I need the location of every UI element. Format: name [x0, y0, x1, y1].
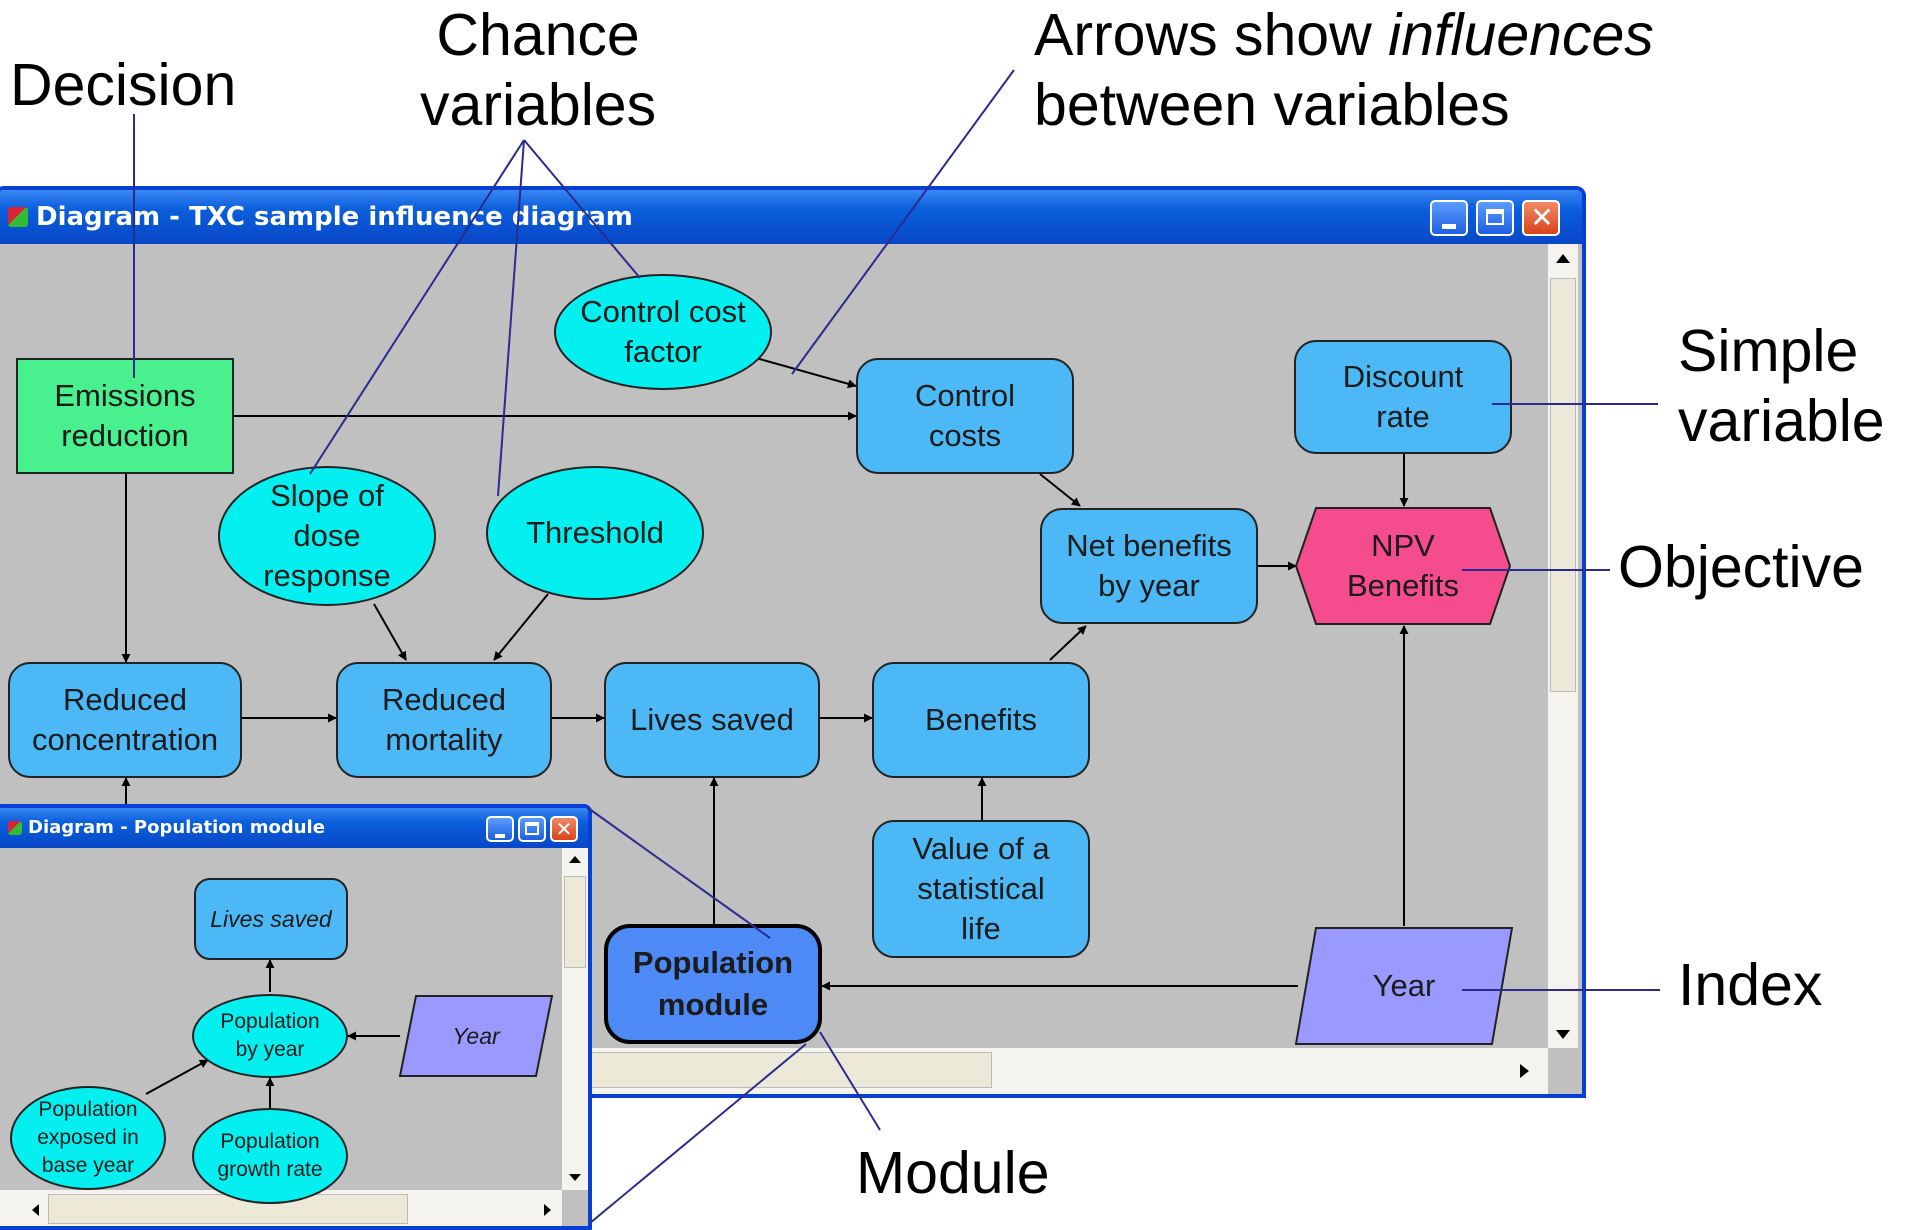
node-population-module[interactable]: Population module [604, 924, 822, 1044]
index-parallelogram [1294, 927, 1514, 1045]
sub-minimize-icon [495, 834, 505, 838]
callout-objective: Objective [1618, 534, 1864, 600]
vertical-scrollbar[interactable] [1548, 244, 1578, 1048]
scroll-up-arrow-icon[interactable] [1556, 254, 1570, 263]
maximize-icon [1486, 209, 1504, 225]
callout-chance-line1: Chance [436, 2, 640, 68]
sub-scroll-left-arrow-icon[interactable] [32, 1204, 39, 1216]
node-value-of-statistical-life[interactable]: Value of a statistical life [872, 820, 1090, 958]
sub-vertical-scrollbar[interactable] [562, 848, 588, 1190]
minimize-button[interactable] [1430, 200, 1468, 236]
callout-arrows-italic: influences [1388, 2, 1654, 68]
vertical-scroll-thumb[interactable] [1550, 278, 1576, 692]
callout-simple-variable: Simple variable [1678, 316, 1885, 456]
node-npv-benefits[interactable]: NPV Benefits [1346, 528, 1459, 603]
node-slope-of-dose-response[interactable]: Slope of dose response [218, 466, 436, 606]
scroll-down-arrow-icon[interactable] [1556, 1030, 1570, 1039]
sub-scroll-right-arrow-icon[interactable] [544, 1204, 551, 1216]
callout-simple-line1: Simple [1678, 318, 1859, 384]
node-net-benefits-by-year[interactable]: Net benefits by year [1040, 508, 1258, 624]
sub-node-population-exposed[interactable]: Population exposed in base year [10, 1086, 166, 1190]
sub-maximize-button[interactable] [518, 816, 546, 842]
population-module-window[interactable]: Diagram - Population module ✕ Lives save… [0, 804, 592, 1230]
pointer-arrows [791, 69, 1015, 375]
sub-node-population-growth-rate[interactable]: Population growth rate [192, 1108, 348, 1204]
sub-vertical-scroll-thumb[interactable] [564, 876, 586, 968]
arrow-benefits-net-benefits [1049, 625, 1087, 661]
node-reduced-mortality[interactable]: Reduced mortality [336, 662, 552, 778]
sub-maximize-icon [525, 822, 539, 835]
callout-decision: Decision [10, 52, 237, 118]
callout-module: Module [856, 1140, 1050, 1206]
arrow-cost-factor-control-costs [755, 357, 857, 389]
maximize-button[interactable] [1476, 200, 1514, 236]
sub-app-icon [8, 821, 22, 835]
node-discount-rate[interactable]: Discount rate [1294, 340, 1512, 454]
callout-chance-line2: variables [420, 72, 657, 138]
node-emissions-reduction[interactable]: Emissions reduction [16, 358, 234, 474]
sub-title-bar[interactable]: Diagram - Population module ✕ [0, 808, 588, 848]
sub-node-year-shape[interactable] [398, 994, 554, 1078]
sub-scroll-down-arrow-icon[interactable] [569, 1174, 581, 1181]
sub-close-icon: ✕ [555, 817, 573, 841]
pointer-chance-to-slope [309, 139, 525, 475]
node-year-shape[interactable] [1294, 926, 1514, 1046]
node-year[interactable]: Year [1372, 968, 1436, 1003]
close-icon: ✕ [1530, 201, 1554, 234]
sub-node-year[interactable]: Year [452, 1023, 500, 1049]
pointer-chance-to-cost-factor [523, 139, 641, 279]
pointer-chance-to-threshold [497, 139, 525, 497]
callout-arrows-line2: between variables [1034, 72, 1510, 138]
app-icon [8, 207, 28, 227]
scroll-right-arrow-icon[interactable] [1520, 1064, 1529, 1078]
callout-arrows-line1: Arrows show influences [1034, 0, 1654, 70]
node-threshold[interactable]: Threshold [486, 466, 704, 600]
main-title-bar[interactable]: Diagram - TXC sample influence diagram ✕ [0, 190, 1582, 244]
sub-diagram-connections [145, 959, 400, 1108]
node-benefits[interactable]: Benefits [872, 662, 1090, 778]
sub-index-parallelogram [398, 995, 554, 1077]
node-control-cost-factor[interactable]: Control cost factor [554, 274, 772, 390]
callout-simple-line2: variable [1678, 388, 1885, 454]
callout-arrows: Arrows show influences between variables [1034, 0, 1654, 140]
node-lives-saved[interactable]: Lives saved [604, 662, 820, 778]
node-control-costs[interactable]: Control costs [856, 358, 1074, 474]
main-window-title: Diagram - TXC sample influence diagram [36, 202, 633, 232]
sub-node-population-by-year[interactable]: Population by year [192, 994, 348, 1078]
minimize-icon [1442, 224, 1456, 229]
arrow-control-costs-net-benefits [1039, 473, 1081, 507]
node-reduced-concentration[interactable]: Reduced concentration [8, 662, 242, 778]
close-button[interactable]: ✕ [1522, 200, 1560, 236]
callout-index: Index [1678, 952, 1823, 1018]
sub-close-button[interactable]: ✕ [550, 816, 578, 842]
sub-window-title: Diagram - Population module [28, 817, 325, 838]
callout-chance-variables: Chance variables [420, 0, 656, 140]
sub-minimize-button[interactable] [486, 816, 514, 842]
pointer-module-to-subwindow-top [587, 807, 771, 939]
arrow-threshold-reduced-mortality [493, 593, 549, 661]
pointer-module-to-subwindow-bottom [589, 1043, 807, 1223]
pointer-module-from-label [819, 1031, 881, 1131]
sub-arrow-exposed-by-year [145, 1059, 209, 1095]
arrow-slope-reduced-mortality [373, 603, 407, 661]
sub-scroll-up-arrow-icon[interactable] [569, 856, 581, 863]
callout-arrows-text: Arrows show [1034, 2, 1389, 68]
sub-node-lives-saved[interactable]: Lives saved [194, 878, 348, 960]
